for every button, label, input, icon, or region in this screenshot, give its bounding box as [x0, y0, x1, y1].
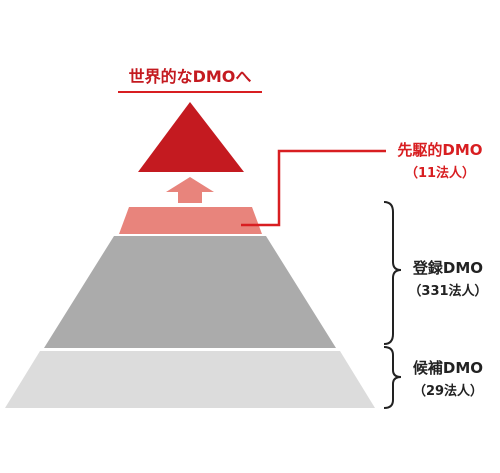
- tier-candidate-count: （29法人）: [413, 383, 483, 399]
- tier-leading-count: （11法人）: [405, 165, 475, 181]
- leading-connector-line: [241, 149, 386, 227]
- registered-bracket: [383, 201, 402, 345]
- goal-triangle: [138, 102, 244, 172]
- tier-leading-name: 先駆的DMO: [397, 141, 482, 159]
- goal-label: 世界的なDMOへ: [129, 67, 252, 86]
- tier-candidate-band: [5, 351, 375, 408]
- tier-registered-count: （331法人）: [408, 283, 487, 299]
- tier-registered-name: 登録DMO: [412, 259, 483, 277]
- tier-registered-band: [44, 236, 336, 348]
- candidate-bracket: [383, 346, 402, 409]
- upward-arrow-icon: [166, 177, 214, 203]
- tier-leading-band: [119, 207, 262, 234]
- tier-candidate-name: 候補DMO: [413, 359, 483, 377]
